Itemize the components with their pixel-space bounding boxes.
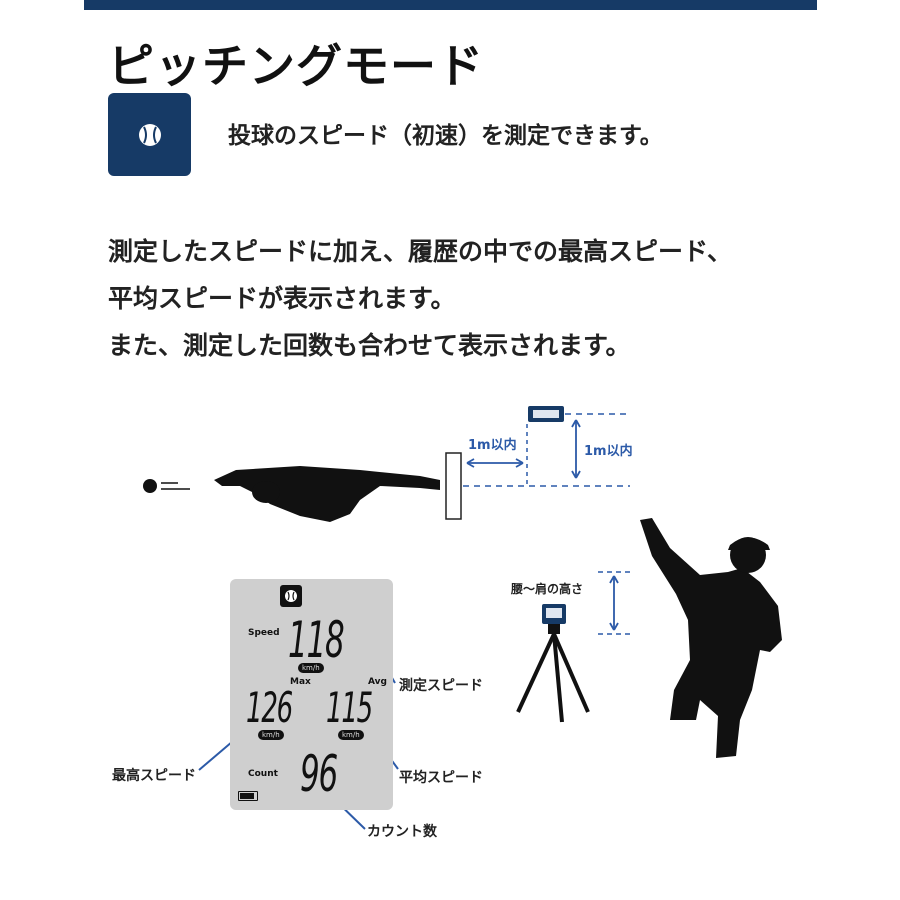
net-frame	[445, 452, 462, 520]
max-unit: km/h	[258, 730, 284, 740]
description-line: また、測定した回数も合わせて表示されます。	[108, 331, 631, 360]
speed-display-panel: Speed 118 km/h Max Avg 126 115 km/h km/h…	[230, 579, 393, 810]
tripod-icon	[516, 604, 590, 723]
count-value: 96	[300, 745, 338, 803]
avg-unit: km/h	[338, 730, 364, 740]
max-value: 126	[246, 683, 293, 732]
horizontal-distance-label: 1m以内	[468, 438, 517, 453]
avg-value: 115	[326, 683, 373, 732]
battery-icon	[238, 791, 258, 801]
mode-badge	[108, 93, 191, 176]
height-label: 腰～肩の高さ	[511, 582, 584, 596]
measured-speed-callout: 測定スピード	[399, 678, 483, 694]
speed-value: 118	[288, 611, 345, 669]
pitcher-side-silhouette	[214, 466, 440, 522]
page-title: ピッチングモード	[108, 39, 484, 93]
count-callout: カウント数	[367, 824, 437, 840]
ball-icon	[143, 479, 157, 493]
speed-unit: km/h	[298, 663, 324, 673]
speed-label: Speed	[248, 628, 280, 638]
description-line: 平均スピードが表示されます。	[108, 284, 456, 313]
max-label: Max	[290, 677, 311, 687]
mode-description: 投球のスピード（初速）を測定できます。	[228, 123, 663, 149]
avg-label: Avg	[368, 677, 387, 687]
description-line: 測定したスピードに加え、履歴の中での最高スピード、	[108, 237, 733, 266]
header-bar	[84, 0, 817, 10]
max-speed-callout: 最高スピード	[112, 768, 196, 784]
baseball-icon	[138, 123, 161, 146]
feature-description: 測定したスピードに加え、履歴の中での最高スピード、 平均スピードが表示されます。…	[108, 228, 732, 369]
pitcher-front-silhouette	[640, 518, 782, 758]
vertical-distance-label: 1m以内	[584, 444, 633, 459]
avg-speed-callout: 平均スピード	[399, 770, 483, 786]
count-label: Count	[248, 769, 278, 779]
baseball-mode-icon	[280, 585, 302, 607]
